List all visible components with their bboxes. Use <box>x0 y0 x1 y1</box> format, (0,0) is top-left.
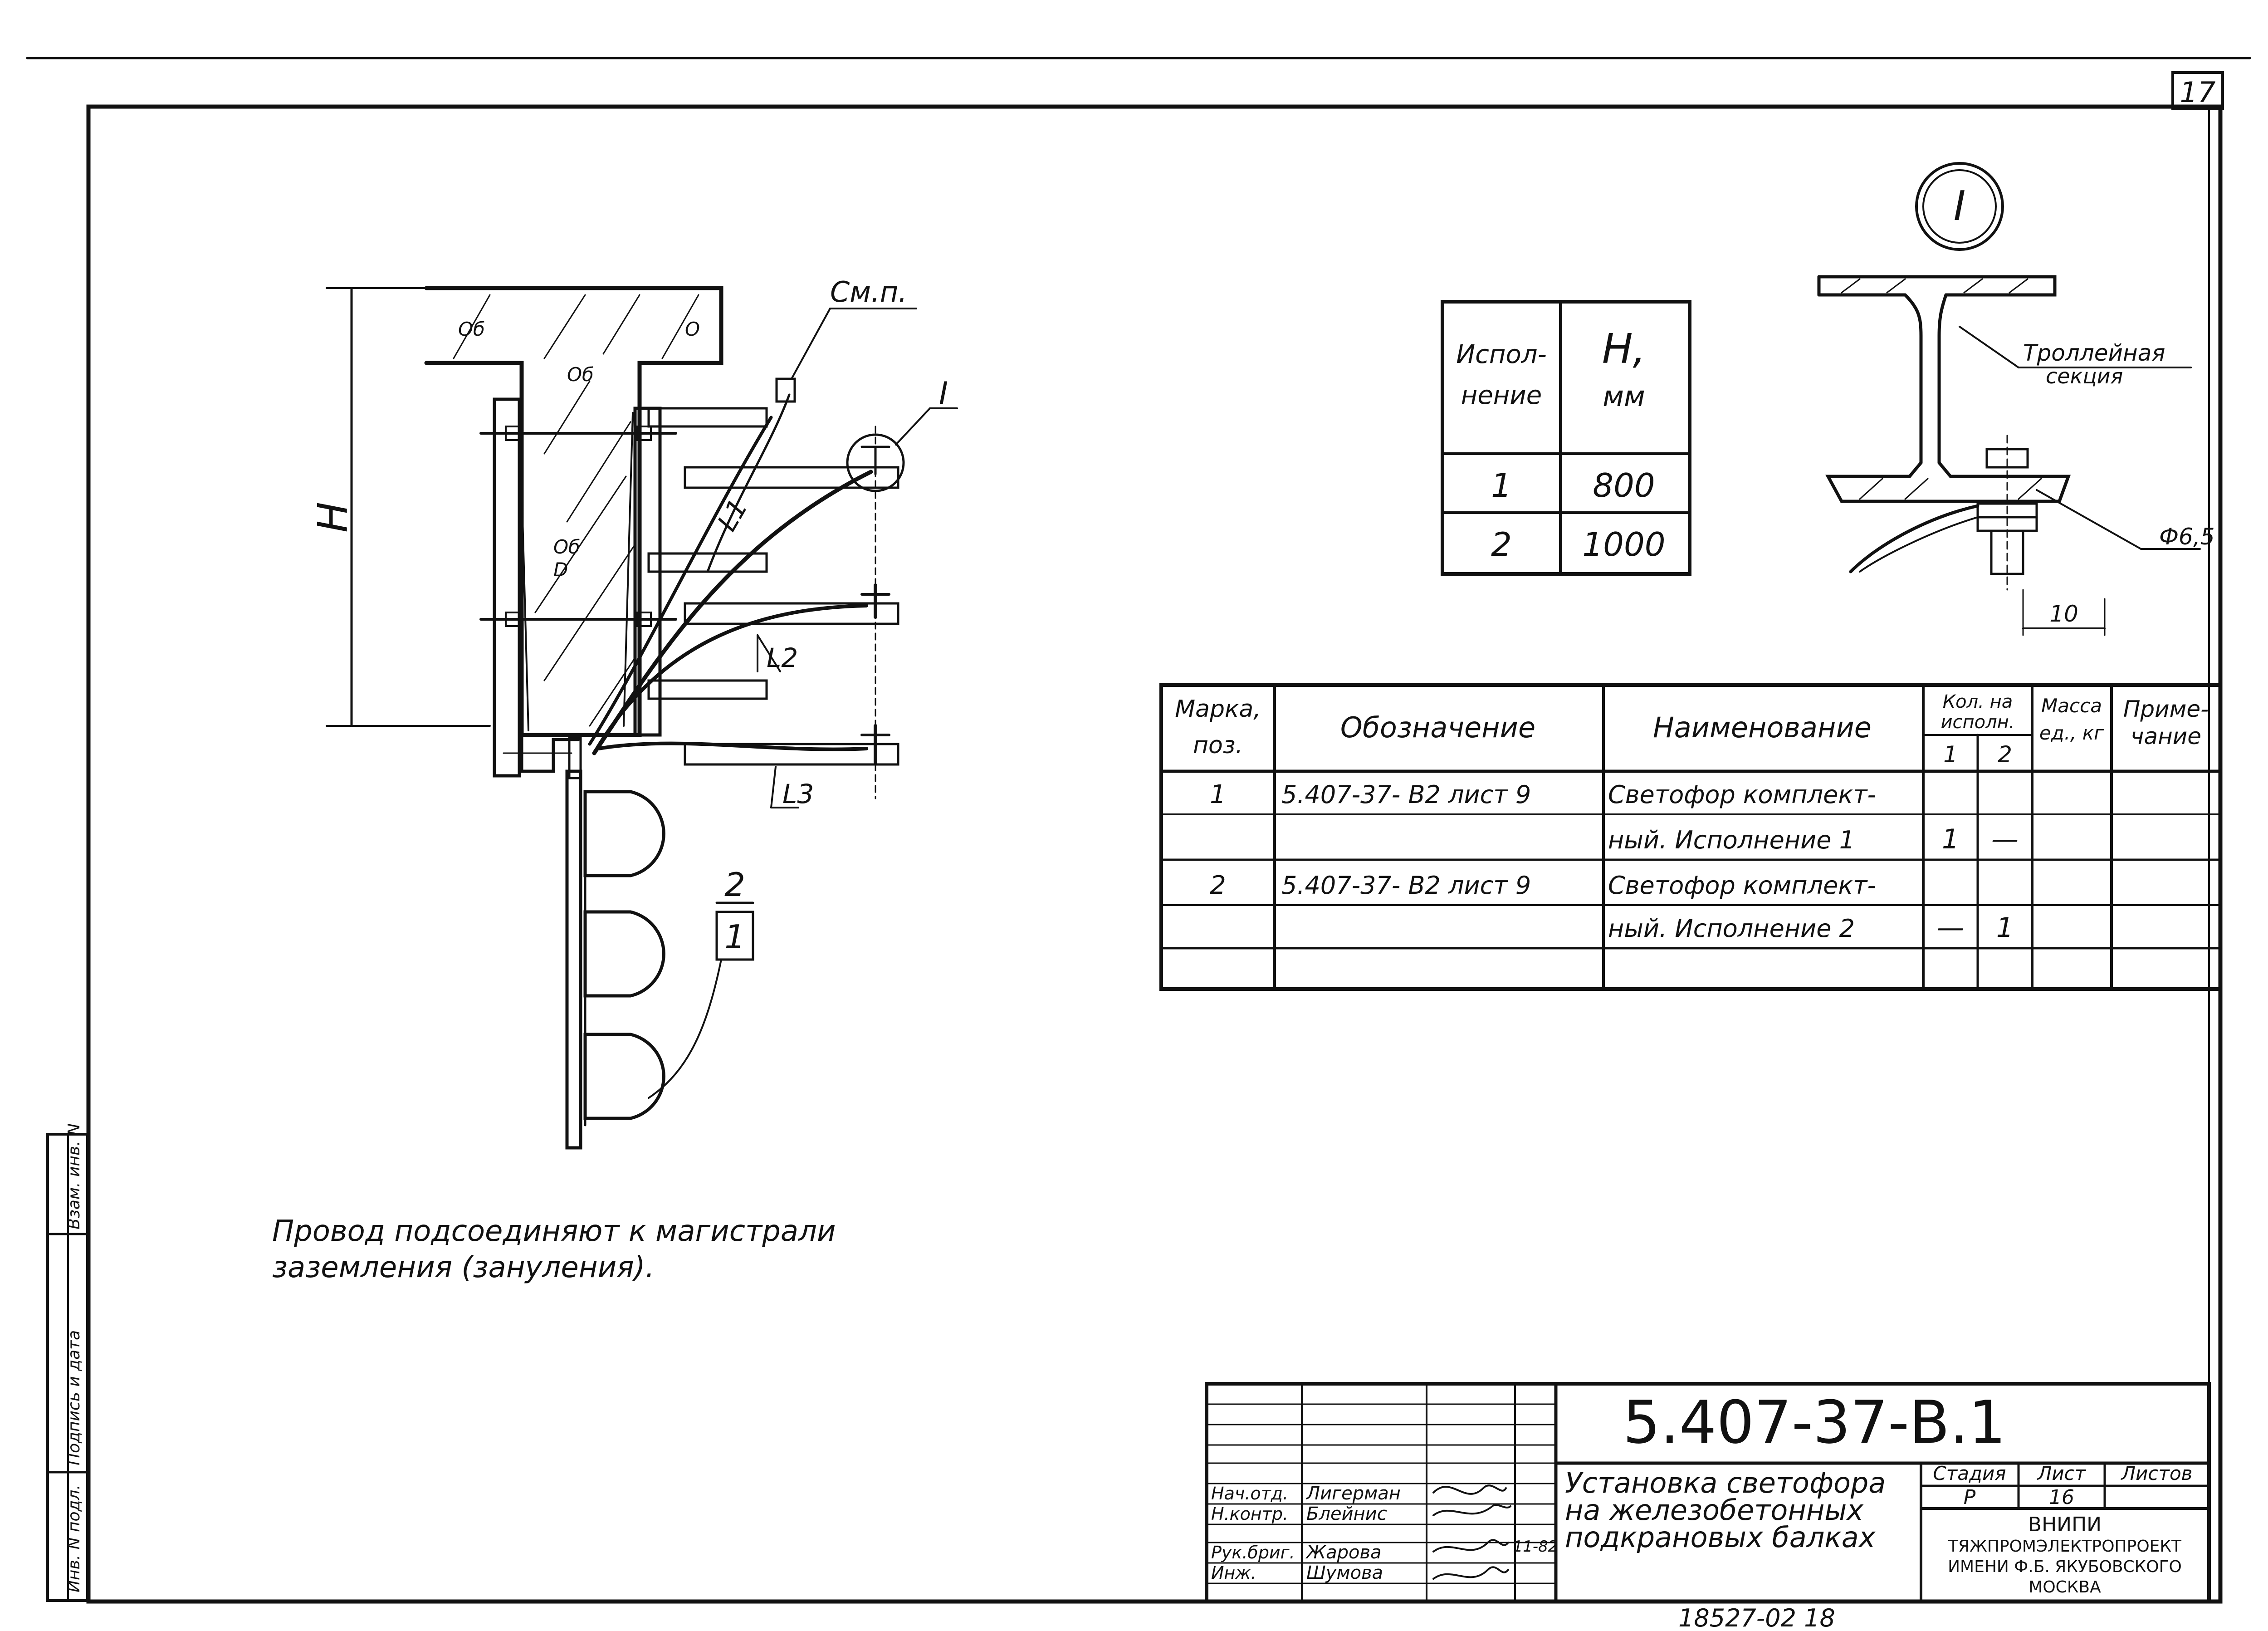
org-name: ТЯЖПРОМЭЛЕКТРОПРОЕКТ <box>1948 1537 2182 1556</box>
sheet-label: Лист <box>2037 1462 2087 1484</box>
spec-header-note: Приме- <box>2123 696 2209 722</box>
h-table-variant: 2 <box>1491 525 1512 563</box>
person-role: Н.контр. <box>1211 1504 1288 1524</box>
spec-header-mark: поз. <box>1193 732 1243 759</box>
trolley-label-1: Троллейная <box>2023 340 2165 366</box>
concrete-mark: Об <box>458 318 485 340</box>
org-name: ВНИПИ <box>2028 1513 2102 1536</box>
spec-row-q2: — <box>1991 823 2019 855</box>
label-callout-i: I <box>939 376 948 411</box>
trolley-label-2: секция <box>2046 364 2123 388</box>
person-name: Жарова <box>1305 1542 1382 1563</box>
note-line: Провод подсоединяют к магистрали <box>272 1215 836 1248</box>
spec-row-q1: — <box>1937 912 1964 944</box>
spec-header-mark: Марка, <box>1175 696 1261 723</box>
margin-signature-date: Подпись и дата <box>65 1330 83 1465</box>
doc-code: 5.407-37-В.1 <box>1623 1388 2006 1457</box>
spec-row-mark: 2 <box>1210 871 1226 900</box>
h-table-header-col2: мм <box>1603 380 1645 413</box>
spec-row-q1: 1 <box>1942 823 1959 855</box>
sheets-label: Листов <box>2121 1462 2193 1484</box>
spec-row-name: ный. Исполнение 1 <box>1608 826 1855 854</box>
label-l2: L2 <box>767 642 798 673</box>
concrete-mark: D <box>553 558 568 581</box>
h-table-h: 1000 <box>1582 525 1665 563</box>
spec-row-name: Светофор комплект- <box>1608 780 1876 809</box>
spec-header-qty-1: 1 <box>1943 741 1958 768</box>
spec-header-mass: ед., кг <box>2039 722 2104 744</box>
stage-label: Стадия <box>1933 1462 2006 1484</box>
h-table-header-col1: Испол- <box>1456 340 1547 369</box>
org-name: ИМЕНИ Ф.Б. ЯКУБОВСКОГО <box>1948 1558 2182 1576</box>
spec-row-designation: 5.407-37- В2 лист 9 <box>1281 871 1531 900</box>
concrete-mark: Об <box>553 536 580 558</box>
spec-row-mark: 1 <box>1210 780 1226 809</box>
concrete-mark: О <box>685 318 700 340</box>
doc-title: Установка светофора <box>1565 1466 1886 1499</box>
h-table-header-col1: нение <box>1461 381 1542 410</box>
label-pos-top: 2 <box>724 866 745 904</box>
spec-header-name: Наименование <box>1653 711 1872 744</box>
detail-callout-label: I <box>1954 182 1966 230</box>
person-role: Инж. <box>1211 1563 1256 1583</box>
dim-10-label: 10 <box>2049 601 2078 627</box>
spec-header-qty: Кол. на <box>1943 691 2013 712</box>
stage-value: Р <box>1964 1486 1976 1509</box>
spec-row-name: ный. Исполнение 2 <box>1608 914 1855 943</box>
label-pos-bottom: 1 <box>724 918 745 956</box>
person-name: Шумова <box>1306 1562 1383 1583</box>
page-number: 17 <box>2180 76 2216 109</box>
spec-row-designation: 5.407-37- В2 лист 9 <box>1281 780 1531 809</box>
dim-h-label: H <box>309 502 357 533</box>
doc-title: подкрановых балках <box>1565 1521 1876 1554</box>
h-table-variant: 1 <box>1491 466 1512 504</box>
doc-title: на железобетонных <box>1565 1494 1864 1527</box>
spec-header-qty: исполн. <box>1941 712 2014 733</box>
spec-row-name: Светофор комплект- <box>1608 871 1876 900</box>
label-l1: L1 <box>711 494 753 536</box>
spec-row-q2: 1 <box>1996 912 2014 944</box>
concrete-mark: Об <box>567 363 594 386</box>
person-name: Блейнис <box>1306 1504 1387 1524</box>
spec-header-qty-2: 2 <box>1998 741 2012 768</box>
archive-number: 18527-02 18 <box>1678 1604 1835 1631</box>
org-name: МОСКВА <box>2028 1578 2101 1597</box>
h-table-h: 800 <box>1593 466 1655 504</box>
sign-date: 11-82 <box>1513 1538 1558 1556</box>
person-role: Рук.бриг. <box>1211 1543 1295 1562</box>
spec-header-mass: Масса <box>2041 695 2102 717</box>
margin-replace-inv: Взам. инв. N <box>65 1123 83 1229</box>
label-smp: См.п. <box>830 275 907 309</box>
person-name: Лигерман <box>1305 1483 1401 1504</box>
spec-header-note: чание <box>2131 723 2201 749</box>
margin-inv-no: Инв. N подл. <box>65 1484 83 1592</box>
note-line: заземления (зануления). <box>272 1251 655 1284</box>
dia-label: Ф6,5 <box>2159 524 2215 550</box>
label-l3: L3 <box>782 779 814 809</box>
spec-header-designation: Обозначение <box>1340 711 1535 744</box>
sheet-value: 16 <box>2049 1486 2074 1509</box>
person-role: Нач.отд. <box>1211 1484 1288 1504</box>
h-table-header-col2: Н, <box>1602 325 1646 373</box>
